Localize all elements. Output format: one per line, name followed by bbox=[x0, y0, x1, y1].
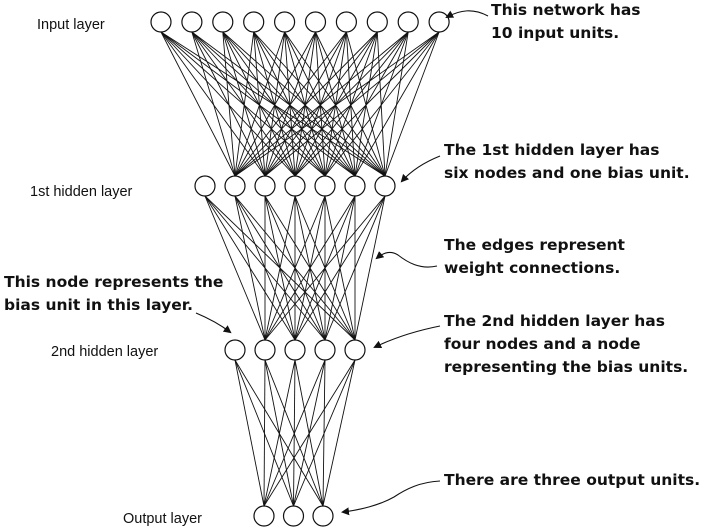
weight-edge bbox=[234, 195, 266, 341]
input-annotation: This network has 10 input units. bbox=[445, 1, 641, 42]
weight-edge bbox=[234, 31, 378, 177]
edges-annotation: The edges represent weight connections. bbox=[375, 236, 626, 277]
input-node bbox=[304, 11, 327, 33]
weight-edge bbox=[234, 31, 440, 177]
weight-edge bbox=[354, 195, 386, 341]
input-node bbox=[212, 11, 234, 33]
hidden1-node bbox=[254, 175, 276, 197]
hidden1-node bbox=[374, 175, 396, 197]
weight-edge bbox=[191, 31, 236, 177]
weight-connections bbox=[160, 31, 440, 507]
hidden1-layer-label: 1st hidden layer bbox=[30, 184, 133, 200]
annotation-arrow bbox=[375, 251, 438, 268]
bias-node bbox=[224, 339, 246, 361]
hidden1-node bbox=[314, 175, 336, 197]
weight-edge bbox=[264, 195, 356, 341]
weight-edge bbox=[294, 195, 386, 341]
input-layer-label: Input layer bbox=[37, 17, 105, 33]
weight-edge bbox=[263, 359, 326, 507]
annotation-line: This network has bbox=[491, 1, 641, 19]
weight-edge bbox=[264, 195, 326, 341]
annotation-line: The edges represent bbox=[444, 236, 626, 254]
hidden2-layer-label: 2nd hidden layer bbox=[51, 344, 158, 360]
input-node bbox=[150, 11, 172, 33]
annotation-line: The 1st hidden layer has bbox=[444, 141, 660, 159]
hidden1-node bbox=[284, 175, 306, 197]
weight-edge bbox=[234, 359, 265, 507]
input-node bbox=[366, 11, 388, 33]
annotation-line: The 2nd hidden layer has bbox=[444, 312, 665, 330]
annotation-line: bias unit in this layer. bbox=[4, 296, 193, 314]
annotation-arrow bbox=[195, 312, 232, 334]
weight-edge bbox=[264, 195, 386, 341]
annotation-line: weight connections. bbox=[444, 259, 620, 277]
weight-edge bbox=[234, 31, 409, 177]
output-layer-label: Output layer bbox=[123, 511, 202, 527]
weight-edge bbox=[322, 359, 356, 507]
weight-edge bbox=[222, 31, 236, 177]
weight-edge bbox=[324, 31, 440, 177]
weight-edge bbox=[384, 31, 440, 177]
weight-edge bbox=[264, 195, 296, 341]
annotation-arrow bbox=[341, 480, 441, 516]
weight-edge bbox=[204, 195, 266, 341]
annotation-line: representing the bias units. bbox=[444, 358, 688, 376]
weight-edge bbox=[264, 31, 440, 177]
weight-edge bbox=[234, 31, 255, 177]
weight-edge bbox=[234, 31, 286, 177]
weight-edge bbox=[234, 31, 347, 177]
output-node bbox=[253, 505, 275, 527]
weight-edge bbox=[160, 31, 236, 177]
input-node bbox=[243, 11, 265, 33]
weight-edge bbox=[263, 359, 266, 507]
input-node bbox=[397, 11, 419, 33]
hidden1-node bbox=[344, 175, 366, 197]
hidden2-node bbox=[284, 339, 306, 361]
hidden2-node bbox=[254, 339, 276, 361]
weight-edge bbox=[354, 31, 440, 177]
annotation-line: There are three output units. bbox=[444, 471, 700, 489]
weight-edge bbox=[263, 359, 356, 507]
output-node bbox=[312, 505, 334, 527]
bias-node bbox=[194, 175, 216, 197]
input-node bbox=[335, 11, 357, 33]
weight-edge bbox=[263, 359, 296, 507]
output-annotation: There are three output units. bbox=[341, 471, 700, 516]
bias-annotation: This node represents the bias unit in th… bbox=[4, 273, 232, 334]
weight-edge bbox=[234, 31, 316, 177]
output-node bbox=[282, 505, 305, 527]
annotation-arrow bbox=[445, 10, 489, 18]
weight-edge bbox=[293, 359, 356, 507]
weight-edge bbox=[324, 195, 386, 341]
weight-edge bbox=[294, 31, 440, 177]
annotation-line: This node represents the bbox=[4, 273, 223, 291]
input-node bbox=[181, 11, 203, 33]
input-node bbox=[428, 11, 450, 33]
annotation-line: 10 input units. bbox=[491, 24, 619, 42]
hidden1-node bbox=[224, 175, 246, 197]
network-nodes bbox=[150, 11, 450, 527]
annotation-line: six nodes and one bias unit. bbox=[444, 164, 690, 182]
hidden2-annotation: The 2nd hidden layer has four nodes and … bbox=[373, 312, 688, 376]
annotation-arrow bbox=[400, 155, 441, 183]
input-node bbox=[274, 11, 296, 33]
hidden1-annotation: The 1st hidden layer has six nodes and o… bbox=[400, 141, 690, 183]
annotation-arrow bbox=[373, 325, 441, 349]
hidden2-node bbox=[344, 339, 366, 361]
hidden2-node bbox=[314, 339, 336, 361]
annotation-line: four nodes and a node bbox=[444, 335, 641, 353]
